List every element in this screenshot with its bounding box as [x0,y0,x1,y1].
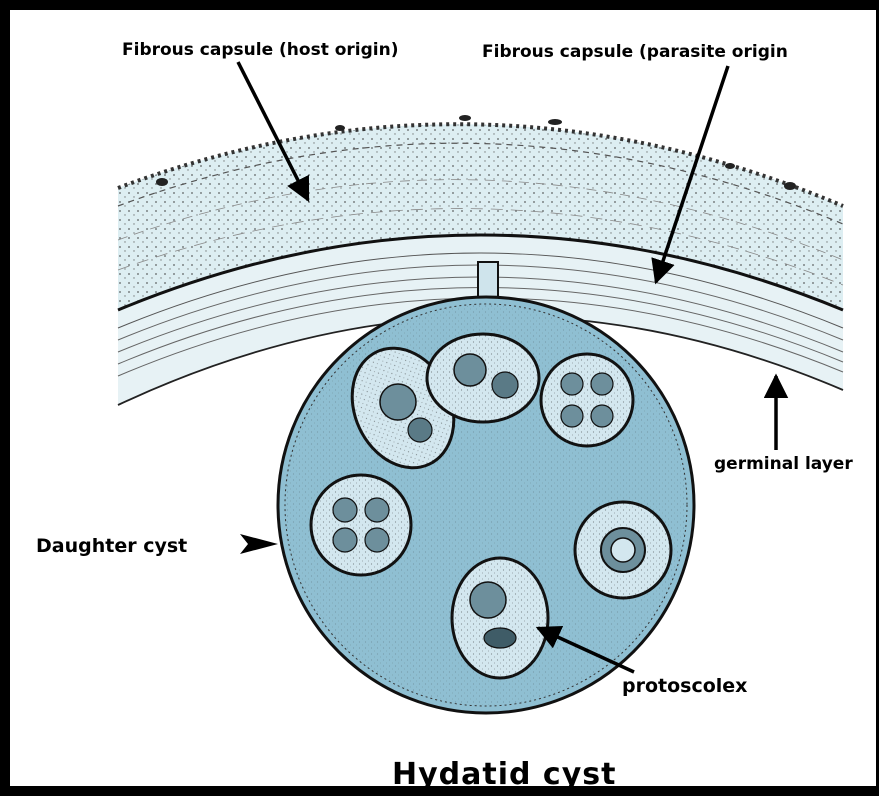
label-germinal-layer: germinal layer [714,456,853,473]
brood-capsule-2 [427,334,539,422]
label-protoscolex: protoscolex [622,677,747,696]
arrow-daughter-cyst [240,534,278,554]
label-parasite-capsule: Fibrous capsule (parasite origin [482,44,788,61]
brood-capsule-5 [575,502,671,598]
brood-capsule-3 [541,354,633,446]
label-daughter-cyst: Daughter cyst [36,537,187,556]
hydatid-cyst-illustration [10,10,879,796]
label-host-capsule: Fibrous capsule (host origin) [122,42,399,59]
brood-capsule-4 [311,475,411,575]
brood-capsule-6 [452,558,548,678]
figure-title: Hydatid cyst [392,760,616,790]
